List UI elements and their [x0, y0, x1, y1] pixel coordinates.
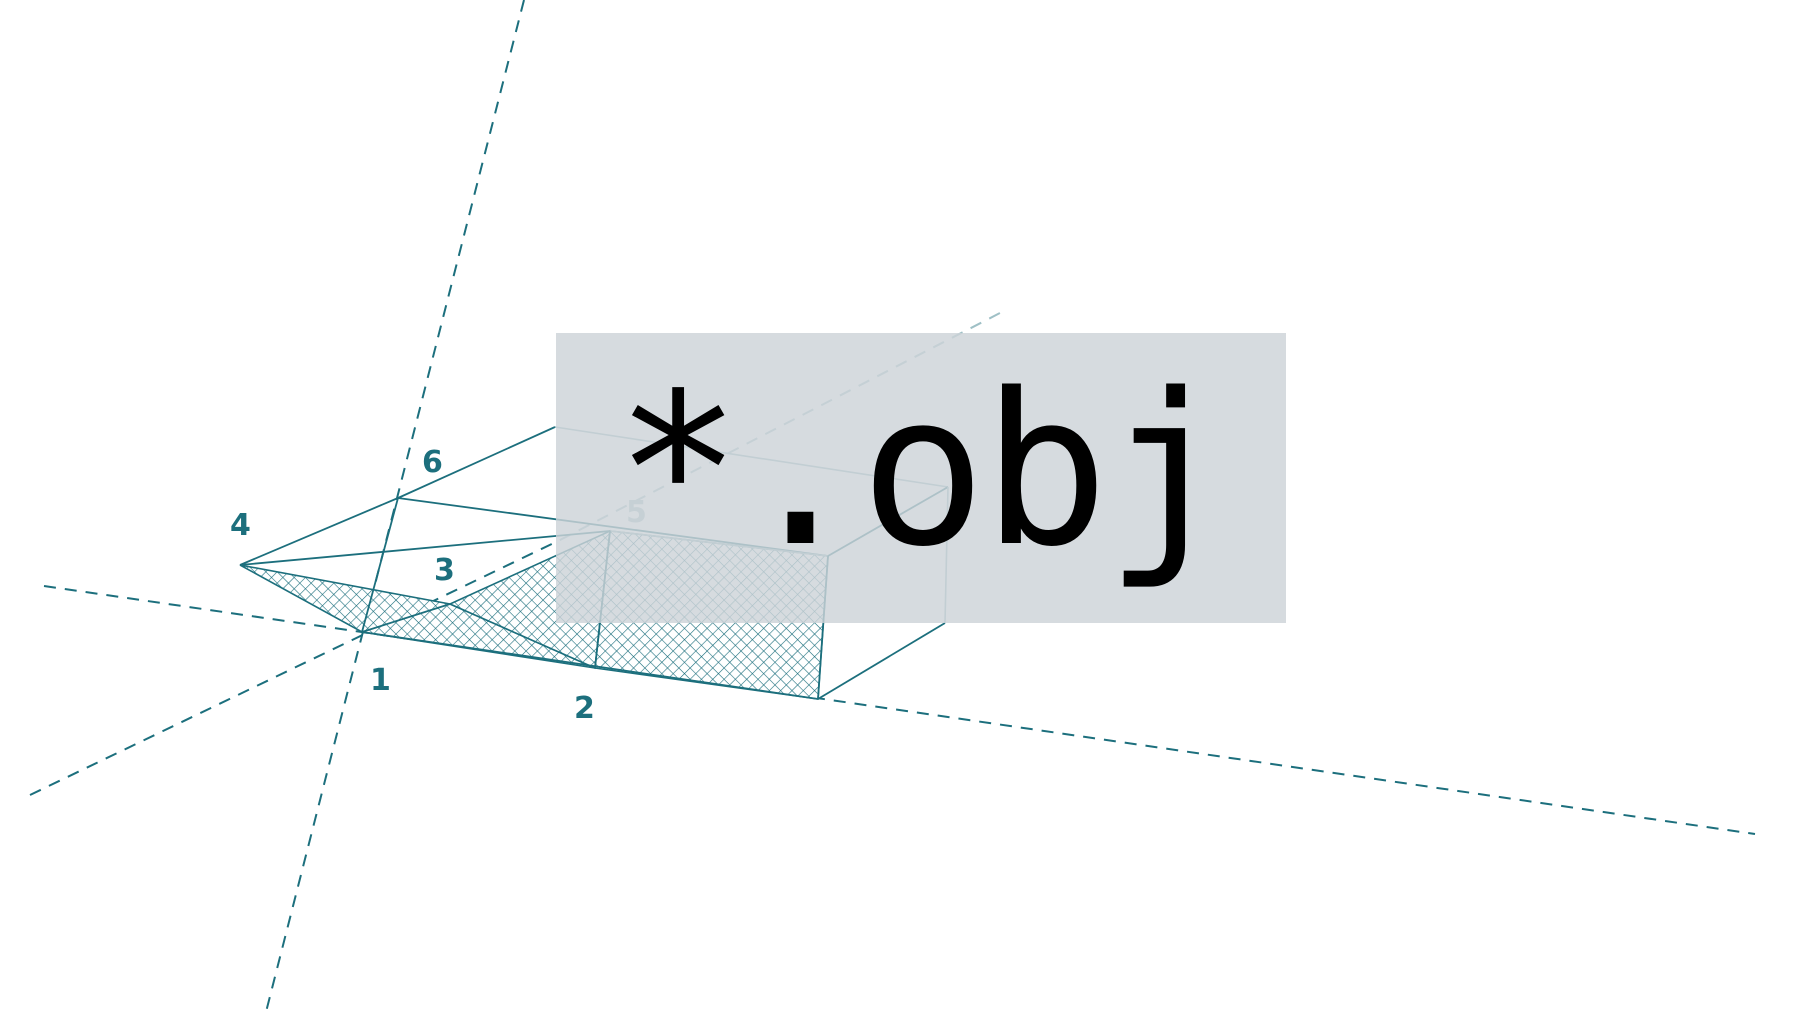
axis-depth — [29, 539, 561, 796]
axis-horizontal — [43, 585, 1756, 835]
axis-vertical — [265, 0, 525, 1012]
vertex-label-4: 4 — [230, 508, 251, 543]
edge-6-vertical — [361, 497, 399, 633]
file-extension-banner: *.obj — [556, 333, 1286, 623]
file-extension-text: *.obj — [614, 348, 1231, 593]
edge-6-back — [397, 426, 556, 499]
vertex-label-3: 3 — [434, 553, 455, 588]
edge-4-right — [239, 530, 611, 566]
edge-bottom-right — [817, 622, 946, 700]
edge-4-6 — [239, 497, 399, 566]
vertex-label-2: 2 — [574, 691, 595, 726]
vertex-label-1: 1 — [370, 663, 391, 698]
edge-1-3 — [361, 603, 451, 633]
edge-bottom-front — [361, 631, 819, 700]
vertex-label-6: 6 — [422, 445, 443, 480]
